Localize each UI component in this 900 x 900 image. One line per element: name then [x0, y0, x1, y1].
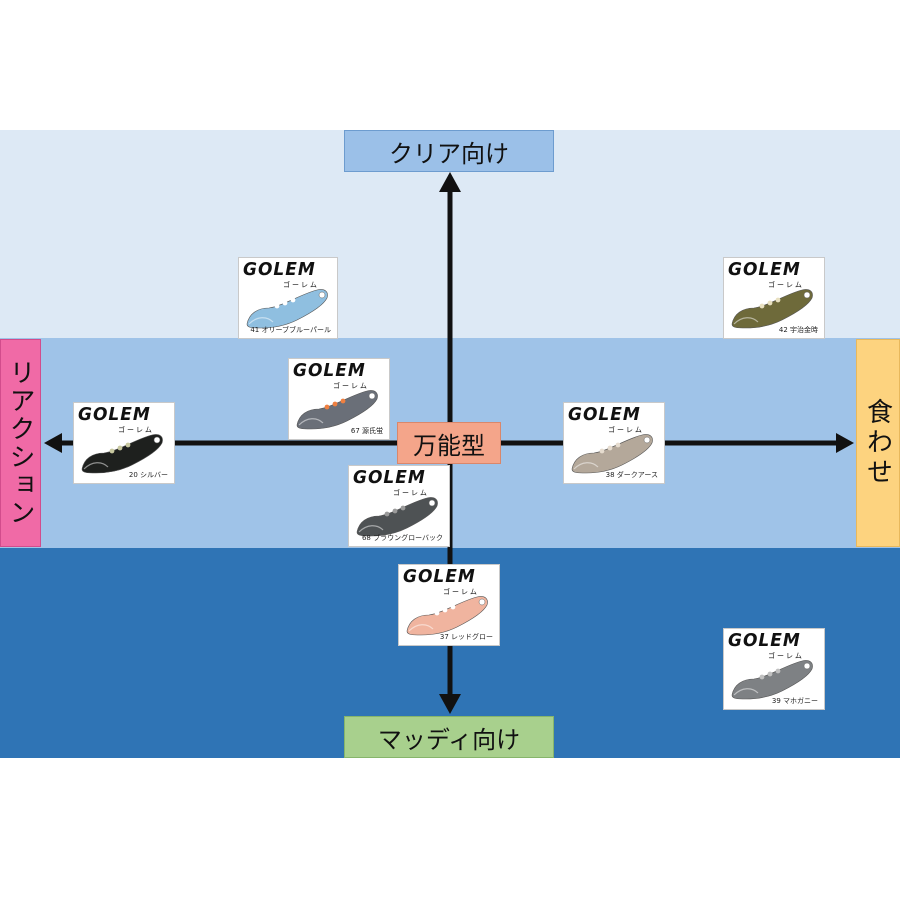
golem-logo: GOLEM — [293, 360, 366, 382]
lure-caption: 42 宇治金時 — [778, 326, 818, 334]
lure-hole — [615, 442, 621, 448]
lure-caption: 38 ダークアース — [605, 471, 658, 479]
lure-highlight — [83, 462, 109, 470]
lure-caption: 20 シルバー — [128, 471, 168, 479]
lure-hole — [759, 674, 765, 680]
lure-body — [296, 390, 378, 430]
lure-hole — [282, 300, 288, 306]
lure-body — [731, 289, 813, 329]
lure-eyelet — [478, 598, 486, 606]
lure-highlight — [733, 317, 759, 325]
lure-hole — [450, 604, 456, 610]
golem-logo: GOLEM — [728, 259, 801, 281]
left-axis-label: リアクション — [0, 339, 41, 547]
lure-hole — [384, 511, 390, 517]
golem-logo-sub: ゴーレム — [768, 652, 804, 660]
golem-logo: GOLEM — [78, 404, 151, 426]
lure-illustration — [571, 434, 653, 474]
lure-illustration — [731, 289, 813, 329]
lure-hole — [607, 445, 613, 451]
lure-body — [571, 434, 653, 474]
lure-hole — [767, 300, 773, 306]
lure-highlight — [248, 317, 274, 325]
center-label: 万能型 — [397, 422, 501, 464]
golem-logo: GOLEM — [568, 404, 641, 426]
lure-hole — [599, 448, 605, 454]
lure-eyelet — [368, 392, 376, 400]
lure-hole — [290, 297, 296, 303]
golem-logo: GOLEM — [728, 630, 801, 652]
lure-eyelet — [643, 436, 651, 444]
golem-logo-sub: ゴーレム — [118, 426, 154, 434]
golem-logo-sub: ゴーレム — [608, 426, 644, 434]
lure-body — [356, 497, 438, 537]
right-axis-label: 食わせ — [856, 339, 900, 547]
lure-highlight — [298, 418, 324, 426]
golem-logo-sub: ゴーレム — [768, 281, 804, 289]
lure-highlight — [733, 688, 759, 696]
lure-highlight — [573, 462, 599, 470]
golem-logo: GOLEM — [403, 566, 476, 588]
lure-hole — [434, 610, 440, 616]
lure-illustration — [406, 596, 488, 636]
lure-illustration — [296, 390, 378, 430]
golem-logo-sub: ゴーレム — [333, 382, 369, 390]
golem-logo: GOLEM — [243, 259, 316, 281]
golem-logo-sub: ゴーレム — [283, 281, 319, 289]
lure-hole — [442, 607, 448, 613]
lure-body — [406, 596, 488, 636]
lure-illustration — [246, 289, 328, 329]
lure-caption: 37 レッドグロー — [439, 633, 493, 641]
lure-hole — [775, 668, 781, 674]
lure-caption: 68 ブラウングローバック — [361, 534, 443, 542]
lure-body — [731, 660, 813, 700]
lure-hole — [775, 297, 781, 303]
lure-hole — [340, 398, 346, 404]
lure-hole — [324, 404, 330, 410]
arrowhead-up — [439, 172, 461, 192]
lure-eyelet — [153, 436, 161, 444]
lure-highlight — [358, 525, 384, 533]
lure-eyelet — [318, 291, 326, 299]
top-axis-label: クリア向け — [344, 130, 554, 172]
lure-hole — [400, 505, 406, 511]
lure-hole — [117, 445, 123, 451]
lure-eyelet — [428, 499, 436, 507]
lure-hole — [332, 401, 338, 407]
lure-eyelet — [803, 291, 811, 299]
lure-hole — [274, 303, 280, 309]
lure-hole — [125, 442, 131, 448]
lure-illustration — [731, 660, 813, 700]
arrowhead-left — [44, 433, 62, 453]
lure-hole — [759, 303, 765, 309]
arrowhead-down — [439, 694, 461, 714]
lure-caption: 39 マホガニー — [771, 697, 818, 705]
lure-illustration — [356, 497, 438, 537]
lure-hole — [392, 508, 398, 514]
lure-body — [81, 434, 163, 474]
lure-eyelet — [803, 662, 811, 670]
lure-hole — [109, 448, 115, 454]
golem-logo-sub: ゴーレム — [393, 489, 429, 497]
lure-caption: 67 源氏蛍 — [350, 427, 383, 435]
lure-highlight — [408, 624, 434, 632]
lure-hole — [767, 671, 773, 677]
golem-logo: GOLEM — [353, 467, 426, 489]
lure-caption: 41 オリーブブルーパール — [250, 326, 331, 334]
lure-body — [246, 289, 328, 329]
lure-illustration — [81, 434, 163, 474]
bottom-axis-label: マッディ向け — [344, 716, 554, 758]
golem-logo-sub: ゴーレム — [443, 588, 479, 596]
arrowhead-right — [836, 433, 854, 453]
